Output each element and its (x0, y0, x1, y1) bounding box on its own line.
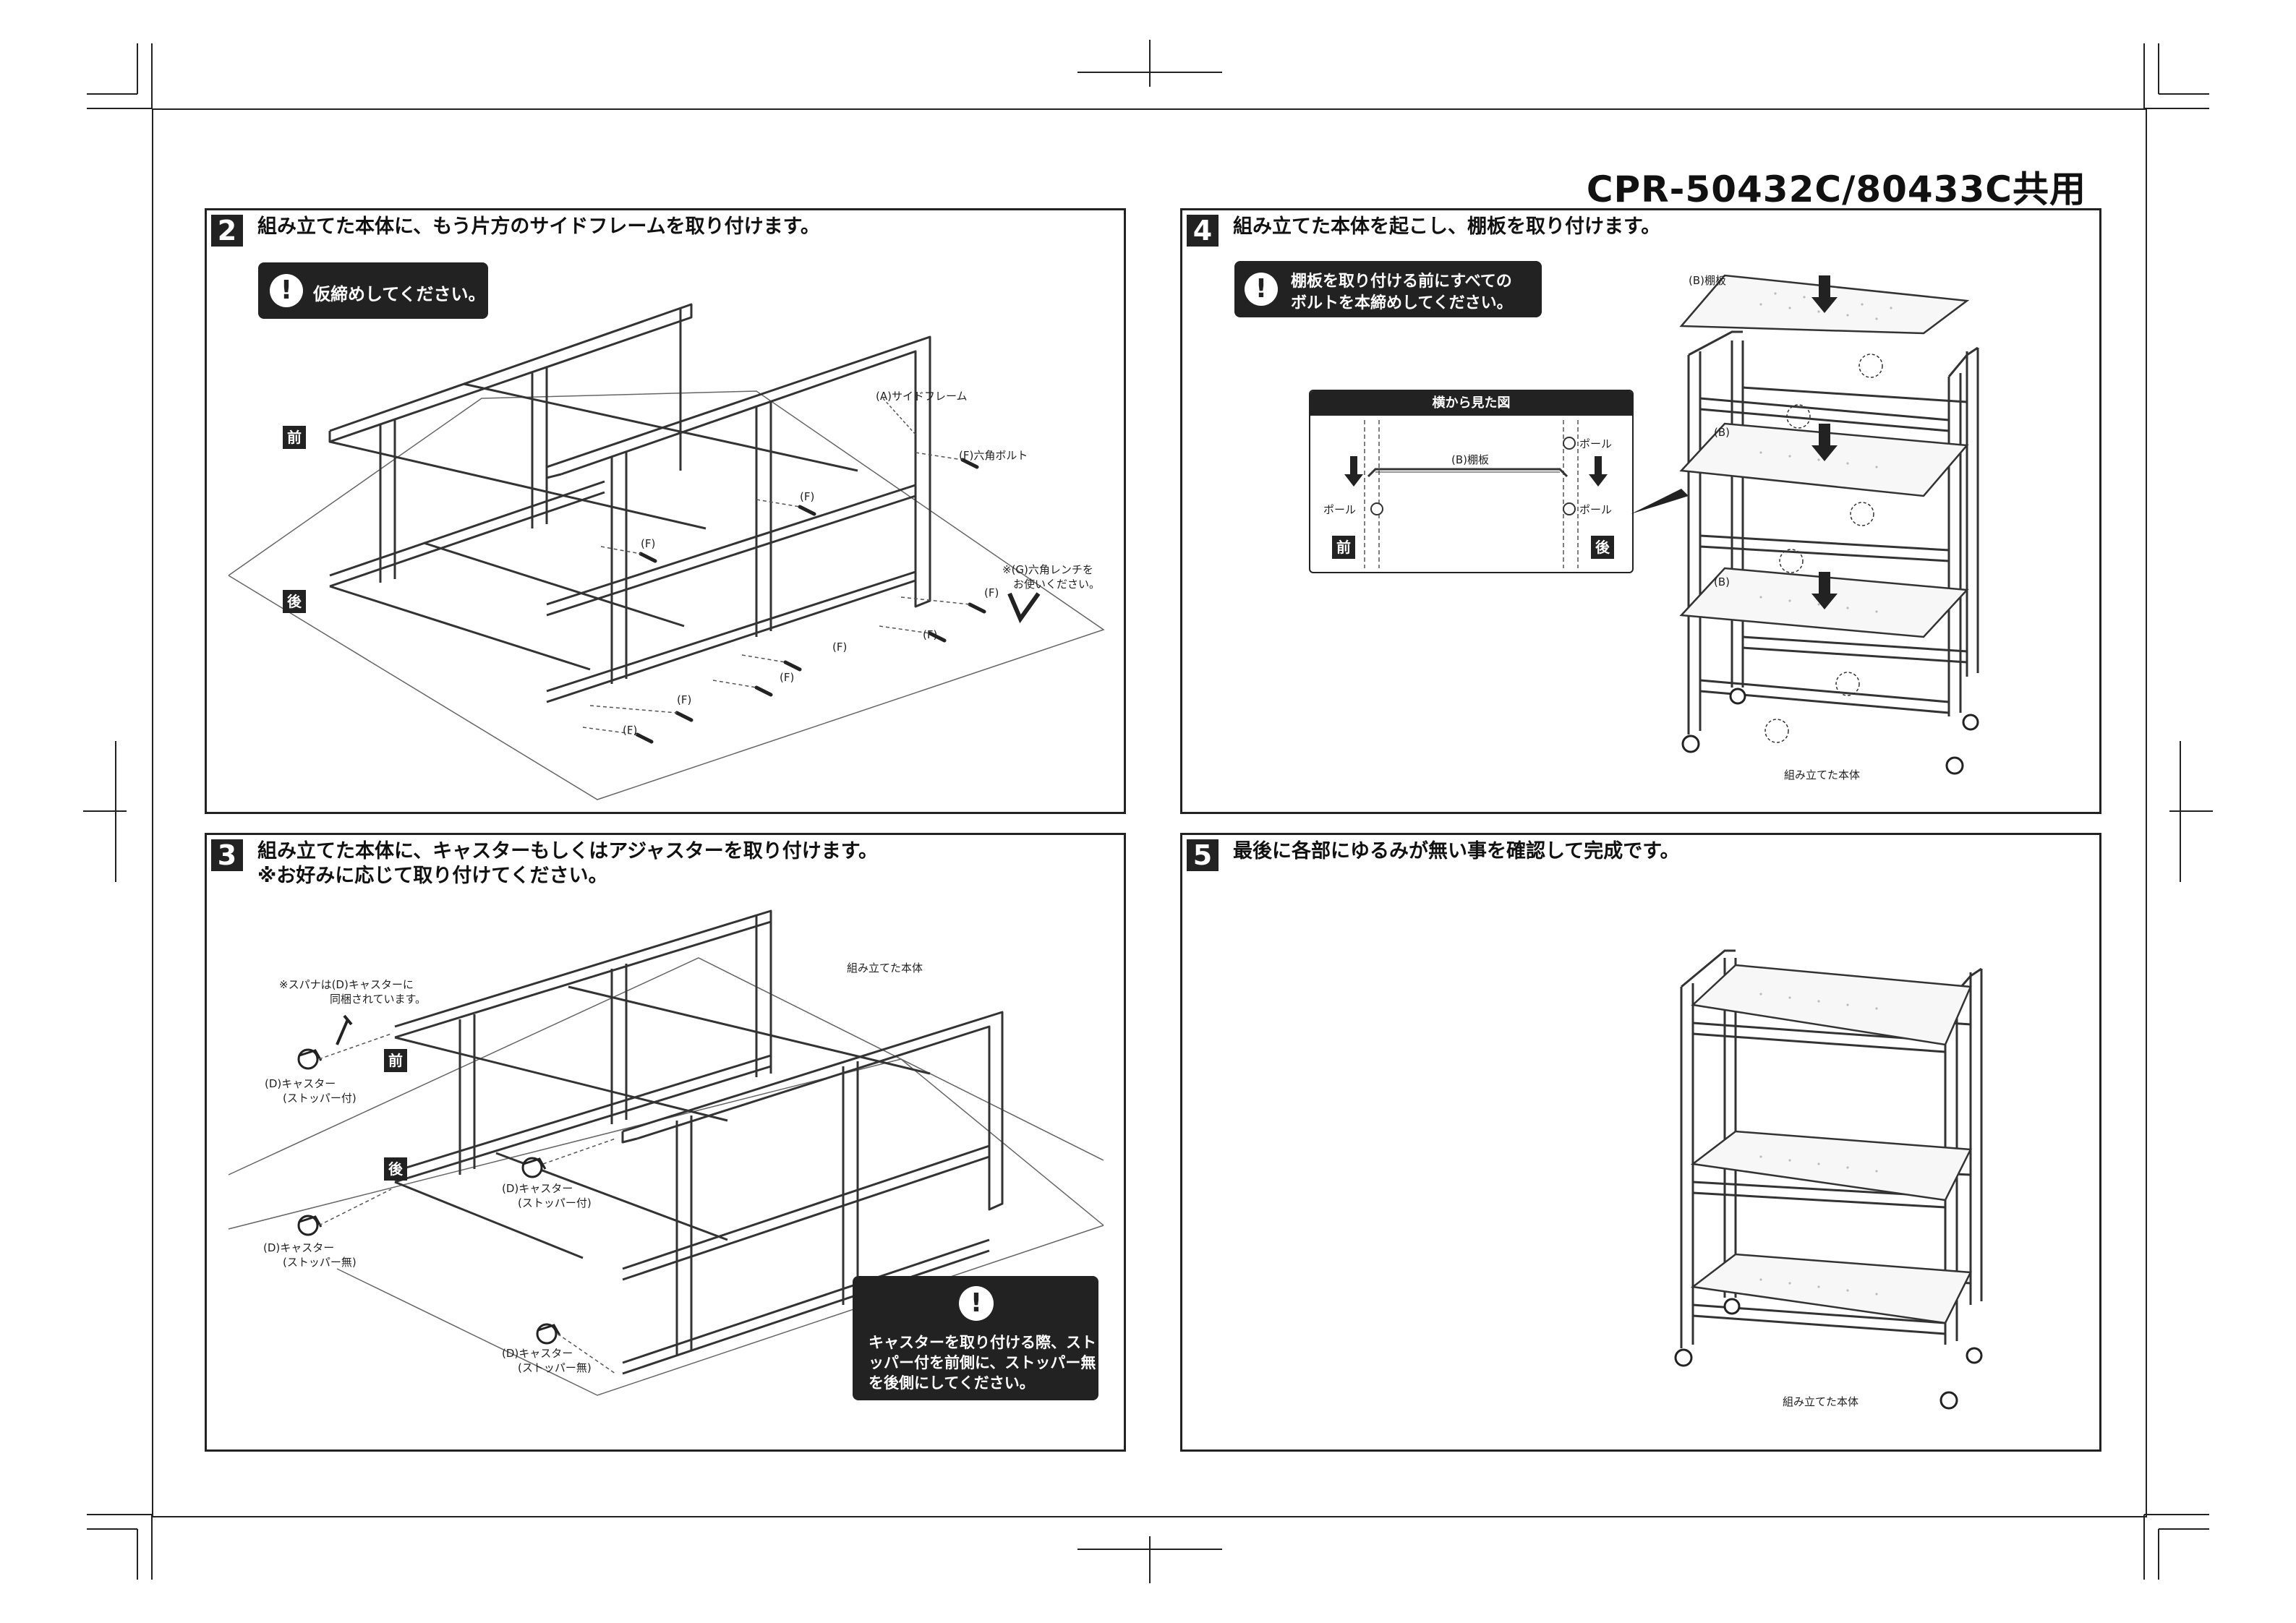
step3-caster-stopper-label: (ストッパー付) (283, 1092, 357, 1105)
side-view-shelf-label: (B)棚板 (1451, 453, 1489, 466)
side-view-pole-label: ポール (1323, 503, 1357, 516)
step3-notice-text: キャスターを取り付ける際、スト (869, 1334, 1096, 1351)
step4-notice-text: ボルトを本締めしてください。 (1291, 294, 1513, 312)
step3-caster-nostop-label: (ストッパー無) (518, 1361, 592, 1374)
step3-caster-nostop-label: (D)キャスター (502, 1347, 573, 1360)
step3-subtitle: ※お好みに応じて取り付けてください。 (257, 865, 608, 887)
step2-back-tag: 後 (283, 590, 306, 613)
step2-title: 組み立てた本体に、もう片方のサイドフレームを取り付けます。 (257, 215, 820, 238)
step2-hex-bolt-label: (F)六角ボルト (959, 449, 1028, 462)
step3-caster-stopper-label: (D)キャスター (502, 1182, 573, 1195)
step2-bolt-label: (F) (800, 490, 815, 503)
step2-wrench-note: お使いください。 (1013, 578, 1101, 591)
step4-title: 組み立てた本体を起こし、棚板を取り付けます。 (1233, 215, 1661, 238)
step3-number: 3 (211, 839, 243, 871)
sheet-border (152, 108, 2147, 1517)
exclamation-icon: ! (270, 274, 303, 307)
model-number: CPR-50432C/80433C共用 (1586, 168, 2086, 210)
step4-notice: ! 棚板を取り付ける前にすべての ボルトを本締めしてください。 (1234, 261, 1542, 317)
step5-body-label: 組み立てた本体 (1783, 1395, 1859, 1408)
step3-caster-stopper-label: (ストッパー付) (518, 1196, 592, 1209)
side-view-front-tag: 前 (1332, 536, 1355, 559)
step3-caster-nostop-label: (ストッパー無) (283, 1256, 357, 1269)
step4-number: 4 (1187, 215, 1219, 247)
step5-rack-illustration (1674, 949, 1983, 1410)
step5-panel: 5 最後に各部にゆるみが無い事を確認して完成です。 (1180, 833, 2101, 1452)
side-view-back-tag: 後 (1591, 536, 1614, 559)
step3-caster-nostop-label: (D)キャスター (263, 1241, 335, 1254)
side-view-pole-label: ポール (1579, 437, 1613, 450)
step3-notice: ! キャスターを取り付ける際、スト ッパー付を前側に、ストッパー無 を後側にして… (853, 1276, 1098, 1400)
step2-notice: ! 仮締めしてください。 (258, 262, 488, 319)
step5-number: 5 (1187, 839, 1219, 871)
step2-bolt-label: (F) (780, 671, 795, 684)
step4-panel: 4 組み立てた本体を起こし、棚板を取り付けます。 ! 棚板を取り付ける前にすべて… (1180, 208, 2101, 814)
step3-back-tag: 後 (384, 1157, 407, 1181)
step3-caster-stopper-label: (D)キャスター (265, 1077, 336, 1090)
side-view-pole-label: ポール (1579, 503, 1613, 516)
step2-bolt-label: (F) (832, 641, 848, 654)
exclamation-icon: ! (959, 1286, 994, 1321)
exclamation-icon: ! (1245, 273, 1278, 306)
step4-shelf-label: (B)棚板 (1689, 274, 1726, 287)
step2-bolt-label: (F) (641, 537, 656, 550)
step3-panel: 3 組み立てた本体に、キャスターもしくはアジャスターを取り付けます。 ※お好みに… (205, 833, 1126, 1452)
step2-panel: 2 組み立てた本体に、もう片方のサイドフレームを取り付けます。 ! 仮締めしてく… (205, 208, 1126, 814)
side-view-inset: 横から見た図 (B)棚板 ポール ポール ポール 前 後 (1309, 390, 1634, 573)
step2-frame-illustration (228, 303, 1105, 800)
step3-title: 組み立てた本体に、キャスターもしくはアジャスターを取り付けます。 (257, 840, 879, 862)
step4-rack-illustration (1631, 274, 1979, 775)
step2-front-tag: 前 (283, 426, 306, 449)
step5-title: 最後に各部にゆるみが無い事を確認して完成です。 (1233, 840, 1680, 862)
step3-frame-illustration (228, 909, 1104, 1396)
step3-notice-text: ッパー付を前側に、ストッパー無 (869, 1354, 1096, 1371)
step4-body-label: 組み立てた本体 (1784, 768, 1861, 781)
side-view-title: 横から見た図 (1310, 391, 1632, 416)
step2-number: 2 (211, 215, 243, 247)
step3-notice-text: を後側にしてください。 (869, 1374, 1035, 1392)
side-view-diagram (1344, 420, 1608, 568)
step2-side-frame-label: (A)サイドフレーム (876, 390, 968, 403)
step3-spanner-note: ※スパナは(D)キャスターに (279, 978, 414, 991)
step4-notice-text: 棚板を取り付ける前にすべての (1291, 273, 1512, 291)
step3-body-label: 組み立てた本体 (847, 962, 923, 975)
step3-front-tag: 前 (384, 1049, 407, 1072)
step2-wrench-note: ※(G)六角レンチを (1002, 563, 1093, 576)
step4-b-label: (B) (1714, 426, 1730, 439)
step2-bolt-label: (F) (984, 586, 999, 599)
step3-spanner-note: 同梱されています。 (330, 993, 427, 1006)
step2-bolt-label: (F) (623, 724, 638, 737)
step4-b-label: (B) (1714, 575, 1730, 588)
step2-bolt-label: (F) (677, 693, 692, 706)
step2-notice-text: 仮締めしてください。 (313, 284, 486, 304)
step2-bolt-label: (F) (923, 628, 938, 641)
